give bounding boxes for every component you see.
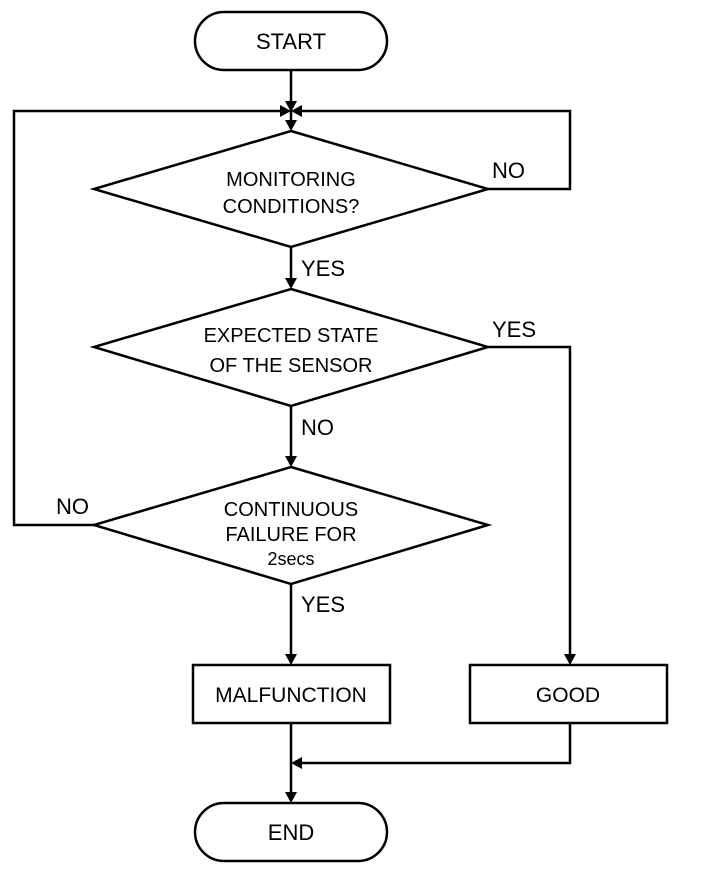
- edge-label-expected-no: NO: [301, 415, 334, 440]
- monitoring-line-1: MONITORING: [226, 169, 356, 191]
- decision-expected-state: EXPECTED STATE OF THE SENSOR: [89, 287, 493, 408]
- decision-monitoring-conditions: MONITORING CONDITIONS?: [89, 129, 493, 249]
- arrowhead-into-junction: [285, 101, 297, 112]
- connector-expected-yes-to-good: [488, 345, 572, 656]
- arrowhead-continuous-no-loop: [280, 105, 291, 117]
- continuous-failure-line-3: 2secs: [267, 549, 314, 569]
- start-label: START: [256, 29, 326, 54]
- process-good: GOOD: [468, 663, 669, 725]
- continuous-failure-line-2: FAILURE FOR: [225, 524, 356, 546]
- malfunction-label: MALFUNCTION: [215, 684, 367, 707]
- continuous-failure-line-1: CONTINUOUS: [224, 499, 358, 521]
- decision-continuous-failure: CONTINUOUS FAILURE FOR 2secs: [89, 465, 493, 586]
- arrowhead-into-good: [564, 654, 576, 665]
- arrowhead-into-continuous-failure: [285, 456, 297, 467]
- connector-continuous-no-loop: [12, 109, 282, 527]
- edge-label-monitoring-yes: YES: [301, 256, 345, 281]
- arrowhead-into-end: [285, 792, 297, 803]
- arrowhead-into-expected-state: [285, 278, 297, 289]
- arrowhead-monitoring-no-loop: [291, 105, 302, 117]
- process-malfunction: MALFUNCTION: [191, 663, 392, 725]
- arrowhead-into-malfunction: [285, 654, 297, 665]
- arrowhead-good-merge: [291, 757, 302, 769]
- monitoring-line-2: CONDITIONS?: [223, 196, 360, 218]
- arrowhead-into-monitoring: [285, 120, 297, 131]
- edge-label-expected-yes: YES: [492, 317, 536, 342]
- start-terminal: START: [193, 10, 389, 72]
- end-label: END: [268, 820, 314, 845]
- connector-good-merge: [300, 723, 572, 765]
- edge-label-monitoring-no: NO: [492, 158, 525, 183]
- connector-monitoring-no-loop: [300, 109, 572, 191]
- expected-state-line-1: EXPECTED STATE: [204, 325, 379, 347]
- expected-state-line-2: OF THE SENSOR: [210, 355, 373, 377]
- edge-label-continuous-no: NO: [56, 494, 89, 519]
- end-terminal: END: [193, 801, 389, 863]
- good-label: GOOD: [536, 684, 600, 707]
- edge-label-continuous-yes: YES: [301, 592, 345, 617]
